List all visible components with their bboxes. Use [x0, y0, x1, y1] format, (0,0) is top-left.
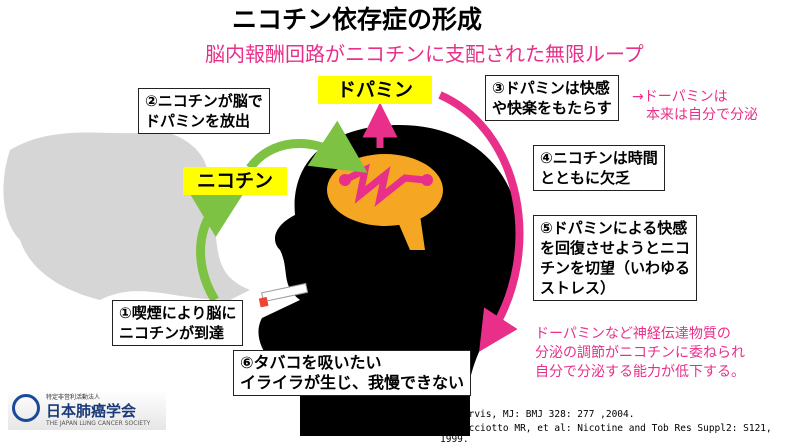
step-5: ⑤ドパミンによる快感 を回復させようとニコ チンを切望（いわゆる ストレス）	[533, 215, 698, 301]
logo-english: THE JAPAN LUNG CANCER SOCIETY	[46, 420, 151, 427]
nicotine-label: ニコチン	[183, 167, 287, 195]
neurotransmitter-note: ドーパミンなど神経伝達物質の 分泌の調節がニコチンに委ねられ 自分で分泌する能力…	[535, 326, 745, 380]
brain-stem	[395, 215, 425, 250]
page-title: ニコチン依存症の形成	[232, 5, 483, 34]
cigarette	[261, 282, 309, 303]
reference-2: 2) Picciotto MR, et al: Nicotine and Tob…	[440, 423, 772, 445]
logo-name: 日本肺癌学会	[46, 402, 137, 420]
society-logo: 特定非営利活動法人 日本肺癌学会 THE JAPAN LUNG CANCER S…	[8, 390, 166, 430]
lung-logo-icon	[12, 394, 40, 422]
page-subtitle: 脳内報酬回路がニコチンに支配された無限ループ	[205, 42, 644, 66]
step-4: ④ニコチンは時間 とともに欠乏	[533, 145, 665, 191]
green-arrow-up	[187, 186, 249, 303]
dopamine-label: ドパミン	[318, 76, 432, 104]
logo-small-text: 特定非営利活動法人	[46, 394, 101, 401]
step-6: ⑥タバコを吸いたい イライラが生じ、我慢できない	[233, 350, 472, 396]
pink-loop-arc	[438, 91, 524, 352]
dopamine-note: →ドーパミンは 本来は自分で分泌	[632, 89, 758, 123]
reference-1: 1) Jarvis, MJ: BMJ 328: 277 ,2004.	[440, 409, 635, 420]
step-2: ②ニコチンが脳で ドパミンを放出	[138, 88, 270, 134]
step-1: ①喫煙により脳に ニコチンが到達	[112, 300, 244, 346]
green-arrow-to-brain	[246, 120, 368, 173]
step-3: ③ドパミンは快感 や快楽をもたらす	[485, 75, 619, 121]
